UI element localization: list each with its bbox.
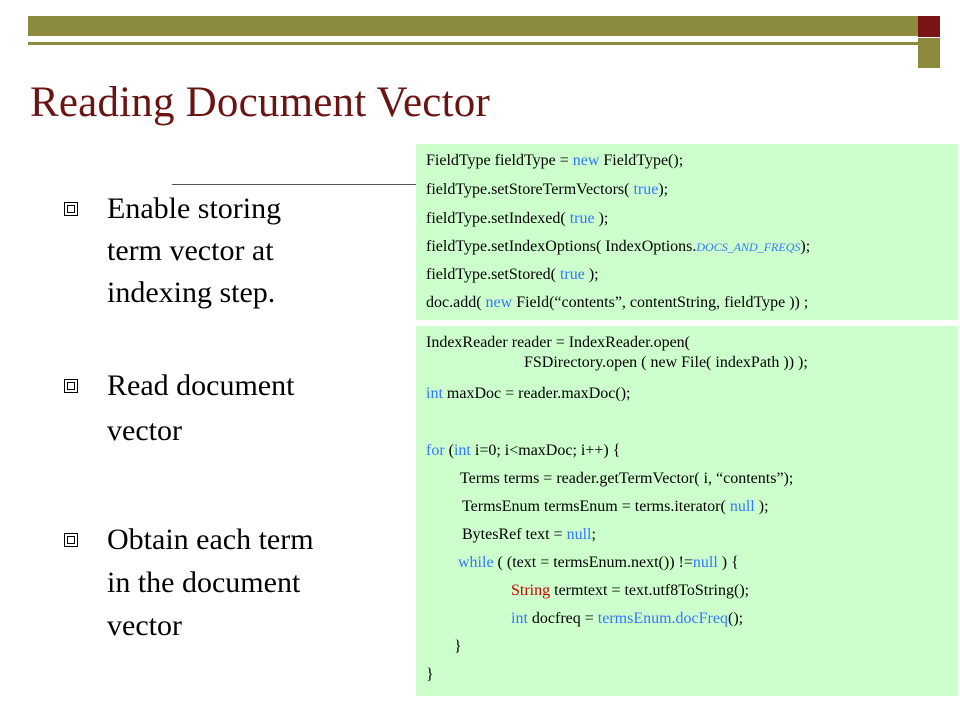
code2-line-8: while ( (text = termsEnum.next()) !=null… bbox=[458, 554, 739, 571]
code2-line-9: String termtext = text.utf8ToString(); bbox=[511, 582, 750, 599]
bullet-3-line-1: Obtain each term bbox=[107, 523, 314, 556]
code1-line-5: fieldType.setStored( true ); bbox=[426, 266, 599, 283]
code2-line-7: BytesRef text = null; bbox=[462, 526, 596, 543]
code2-line-1: IndexReader reader = IndexReader.open( bbox=[426, 334, 690, 351]
corner-square-olive bbox=[918, 38, 940, 68]
title-rule bbox=[172, 184, 418, 185]
code2-line-10: int docfreq = termsEnum.docFreq(); bbox=[511, 610, 744, 627]
bullet-1-line-1: Enable storing bbox=[107, 192, 282, 225]
code1-line-1: FieldType fieldType = new FieldType(); bbox=[426, 152, 684, 169]
bullet-square-icon bbox=[64, 202, 78, 216]
bullet-2-line-2: vector bbox=[107, 414, 182, 447]
bullet-square-icon bbox=[64, 533, 78, 547]
code-block-reader: IndexReader reader = IndexReader.open( F… bbox=[416, 326, 958, 696]
code1-line-4: fieldType.setIndexOptions( IndexOptions.… bbox=[426, 238, 811, 255]
code1-line-2: fieldType.setStoreTermVectors( true); bbox=[426, 181, 669, 198]
code2-line-3: int maxDoc = reader.maxDoc(); bbox=[426, 385, 631, 402]
bullet-1-line-2: term vector at bbox=[107, 234, 274, 267]
code-block-fieldtype: FieldType fieldType = new FieldType(); f… bbox=[416, 144, 958, 320]
bullet-square-icon bbox=[64, 379, 78, 393]
code2-line-2: FSDirectory.open ( new File( indexPath )… bbox=[524, 354, 808, 371]
code2-line-5: Terms terms = reader.getTermVector( i, “… bbox=[460, 470, 794, 487]
top-decor-bar bbox=[28, 16, 918, 36]
code2-line-12: } bbox=[426, 666, 434, 683]
code2-line-6: TermsEnum termsEnum = terms.iterator( nu… bbox=[462, 498, 769, 515]
bullet-3-line-2: in the document bbox=[107, 566, 301, 599]
corner-square-red bbox=[918, 16, 940, 37]
code2-line-11: } bbox=[454, 638, 462, 655]
code2-line-4: for (int i=0; i<maxDoc; i++) { bbox=[426, 442, 621, 459]
top-decor-line bbox=[28, 42, 918, 45]
bullet-1-line-3: indexing step. bbox=[107, 276, 276, 309]
code1-line-3: fieldType.setIndexed( true ); bbox=[426, 210, 609, 227]
bullet-3-line-3: vector bbox=[107, 609, 182, 642]
bullet-2-line-1: Read document bbox=[107, 369, 295, 402]
code1-line-6: doc.add( new Field(“contents”, contentSt… bbox=[426, 294, 809, 311]
slide-title: Reading Document Vector bbox=[30, 79, 490, 126]
